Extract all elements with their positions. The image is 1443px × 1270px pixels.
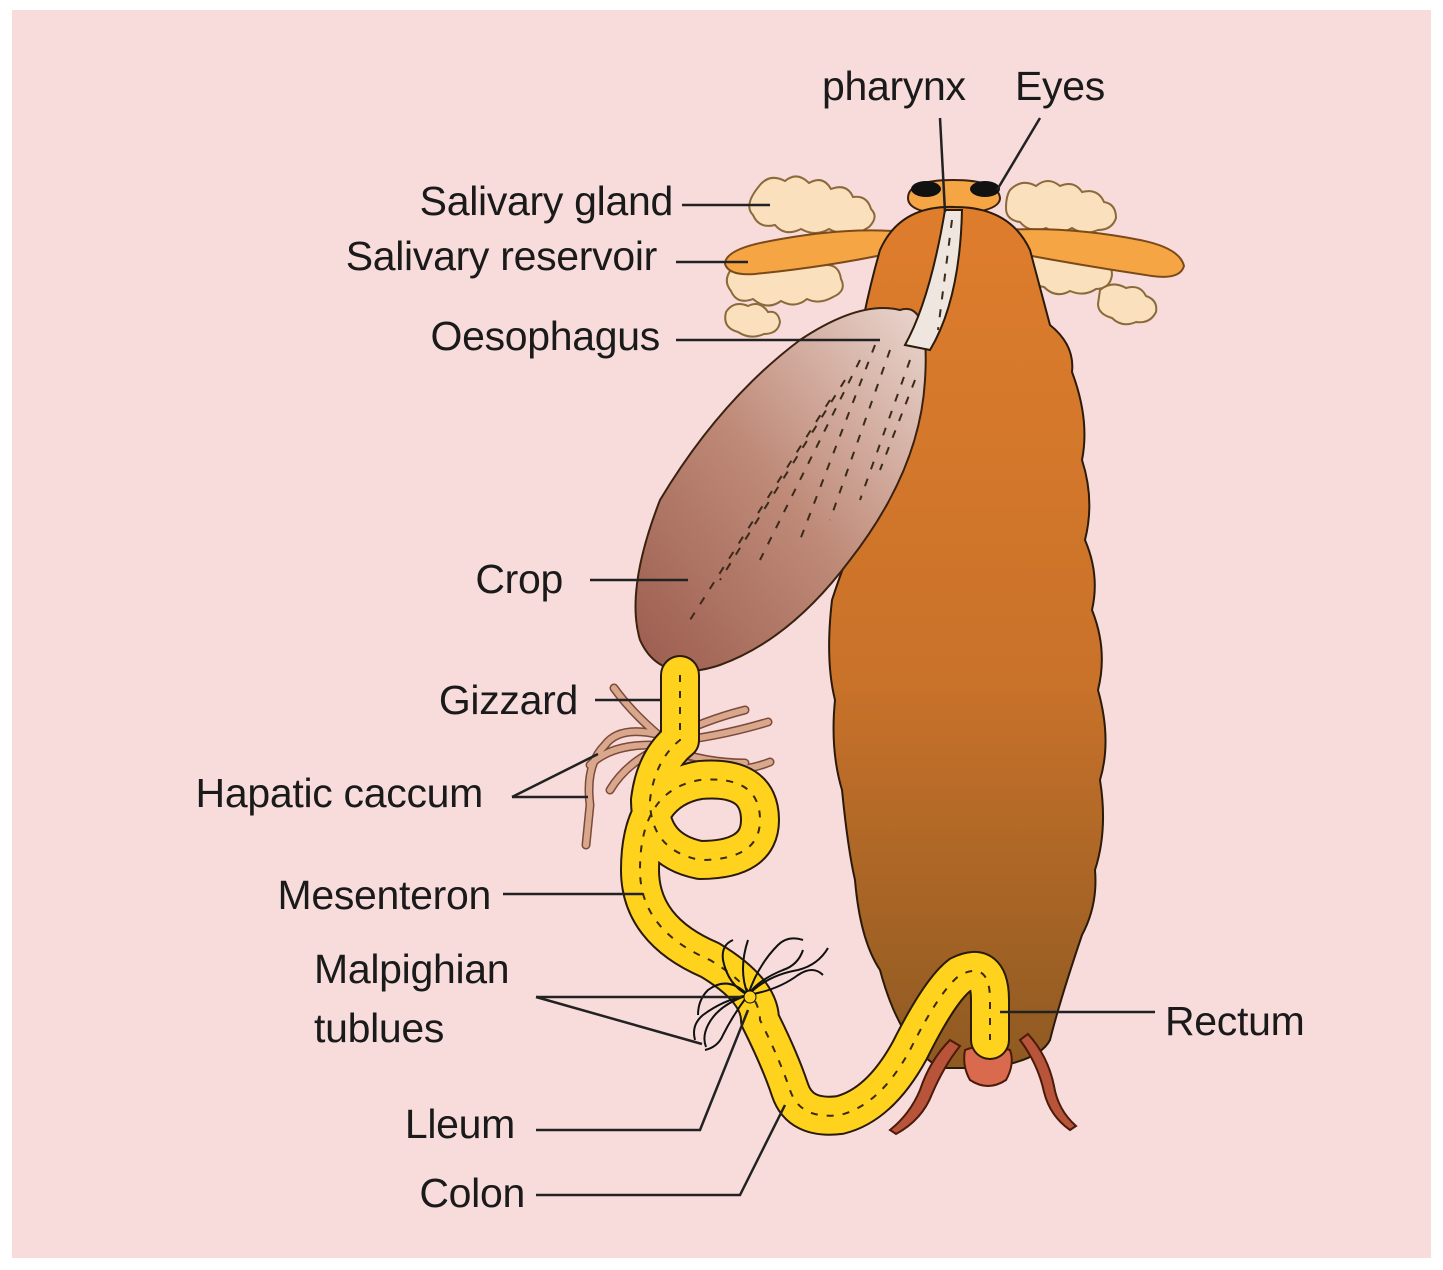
label-mesenteron: Mesenteron <box>277 875 491 916</box>
cercus-right <box>1020 1034 1076 1130</box>
label-malpighian-line1: Malpighian <box>314 949 509 990</box>
label-crop: Crop <box>475 559 563 600</box>
label-salivary-gland: Salivary gland <box>420 181 673 222</box>
label-pharynx: pharynx <box>822 66 966 107</box>
eye-right <box>970 181 1000 197</box>
label-hepatic-caecum: Hapatic caccum <box>196 773 483 814</box>
label-colon: Colon <box>419 1173 525 1214</box>
label-salivary-reservoir: Salivary reservoir <box>346 236 657 277</box>
label-eyes: Eyes <box>1015 66 1105 107</box>
label-gizzard: Gizzard <box>439 680 578 721</box>
label-malpighian-line2: tublues <box>314 1008 444 1049</box>
eye-left <box>911 181 941 197</box>
label-rectum: Rectum <box>1165 1001 1304 1042</box>
label-oesophagus: Oesophagus <box>430 316 660 357</box>
label-ileum: Lleum <box>405 1104 515 1145</box>
